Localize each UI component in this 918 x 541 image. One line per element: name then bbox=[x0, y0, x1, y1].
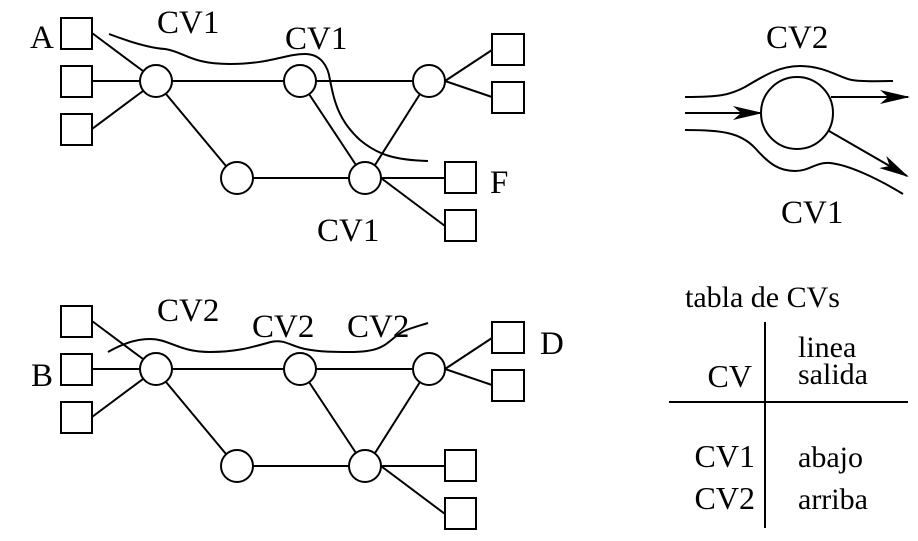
link bbox=[91, 32, 144, 72]
link bbox=[165, 381, 227, 455]
host-f[interactable] bbox=[444, 161, 477, 194]
flow-line-cv1 bbox=[684, 129, 904, 195]
output-arrow-down bbox=[828, 130, 909, 177]
table-cell-cv: CV2 bbox=[695, 480, 755, 516]
table-row: CV1 abajo bbox=[695, 438, 863, 474]
link bbox=[444, 368, 493, 386]
link bbox=[444, 49, 493, 82]
router[interactable] bbox=[220, 161, 254, 195]
router[interactable] bbox=[139, 64, 173, 98]
link bbox=[444, 80, 493, 98]
table-cell-line: abajo bbox=[798, 441, 863, 474]
cv-label: CV1 bbox=[285, 21, 347, 57]
top-network: A F CV1 CV1 CV1 bbox=[30, 5, 525, 249]
host[interactable] bbox=[491, 369, 525, 402]
router[interactable] bbox=[220, 449, 254, 483]
table-cell-line: arriba bbox=[798, 483, 868, 516]
table-row: CV2 arriba bbox=[695, 480, 868, 516]
host[interactable] bbox=[60, 401, 93, 434]
link bbox=[374, 381, 421, 454]
router-large[interactable] bbox=[760, 76, 834, 150]
link bbox=[308, 93, 357, 166]
router[interactable] bbox=[139, 352, 173, 386]
host-a[interactable] bbox=[60, 17, 93, 50]
host[interactable] bbox=[60, 113, 93, 146]
router[interactable] bbox=[412, 64, 446, 98]
host[interactable] bbox=[444, 449, 477, 482]
host[interactable] bbox=[444, 209, 477, 242]
host-d[interactable] bbox=[491, 321, 525, 354]
router[interactable] bbox=[348, 449, 382, 483]
host-b[interactable] bbox=[60, 353, 93, 386]
switch-bottom-label: CV1 bbox=[781, 195, 843, 231]
cv-label: CV1 bbox=[317, 213, 379, 249]
link bbox=[91, 378, 144, 418]
host[interactable] bbox=[491, 81, 525, 114]
host-label-b: B bbox=[31, 358, 53, 394]
cv-label: CV2 bbox=[347, 309, 409, 345]
host-label-d: D bbox=[540, 326, 564, 362]
link bbox=[444, 337, 493, 370]
router[interactable] bbox=[348, 161, 382, 195]
host-label-a: A bbox=[30, 20, 54, 56]
cv-label: CV1 bbox=[157, 5, 219, 41]
host[interactable] bbox=[60, 305, 93, 338]
table-title: tabla de CVs bbox=[685, 281, 840, 314]
table-cell-cv: CV1 bbox=[695, 438, 755, 474]
host[interactable] bbox=[60, 65, 93, 98]
cv-label: CV2 bbox=[157, 293, 219, 329]
cv-table: tabla de CVs CV linea salida CV1 abajo C… bbox=[669, 281, 908, 528]
table-header-line-1: linea bbox=[798, 331, 856, 364]
host[interactable] bbox=[444, 497, 477, 530]
bottom-network: B D CV2 CV2 CV2 bbox=[31, 293, 564, 530]
router[interactable] bbox=[283, 352, 317, 386]
link bbox=[380, 465, 446, 515]
cv-label: CV2 bbox=[252, 309, 314, 345]
link bbox=[165, 93, 227, 167]
link bbox=[91, 320, 144, 360]
host[interactable] bbox=[491, 33, 525, 66]
router[interactable] bbox=[412, 352, 446, 386]
switch-detail: CV2 CV1 bbox=[684, 20, 910, 231]
link bbox=[380, 177, 446, 227]
link bbox=[91, 90, 144, 130]
virtual-circuit-path-cv2 bbox=[107, 322, 429, 354]
flow-line-cv2 bbox=[684, 64, 894, 98]
table-header-cv: CV bbox=[708, 358, 752, 394]
table-header-line-2: salida bbox=[798, 358, 868, 391]
link bbox=[308, 381, 357, 454]
host-label-f: F bbox=[490, 165, 508, 201]
virtual-circuit-path-cv1 bbox=[108, 33, 429, 162]
router[interactable] bbox=[283, 64, 317, 98]
switch-top-label: CV2 bbox=[766, 20, 828, 56]
